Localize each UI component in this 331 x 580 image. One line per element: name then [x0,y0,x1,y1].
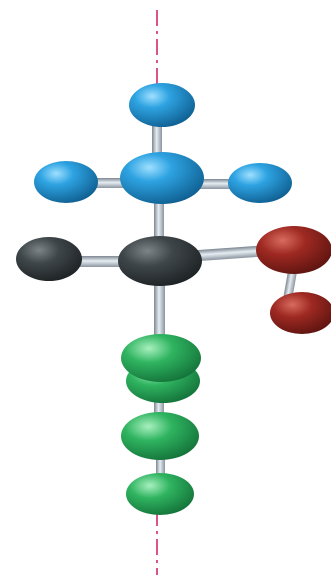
atom-blue-left [34,161,98,203]
atom-green-3 [121,412,199,460]
atom-gray-center [118,236,202,286]
atom-red-lower [270,292,331,334]
atom-blue-center [120,152,204,204]
atom-red-upper [256,226,331,274]
atom-blue-top [129,83,195,127]
atom-gray-left [16,237,82,281]
atom-green-4 [126,473,194,515]
atom-blue-right [228,163,292,203]
atoms [16,83,331,515]
atom-green-2 [121,334,201,382]
